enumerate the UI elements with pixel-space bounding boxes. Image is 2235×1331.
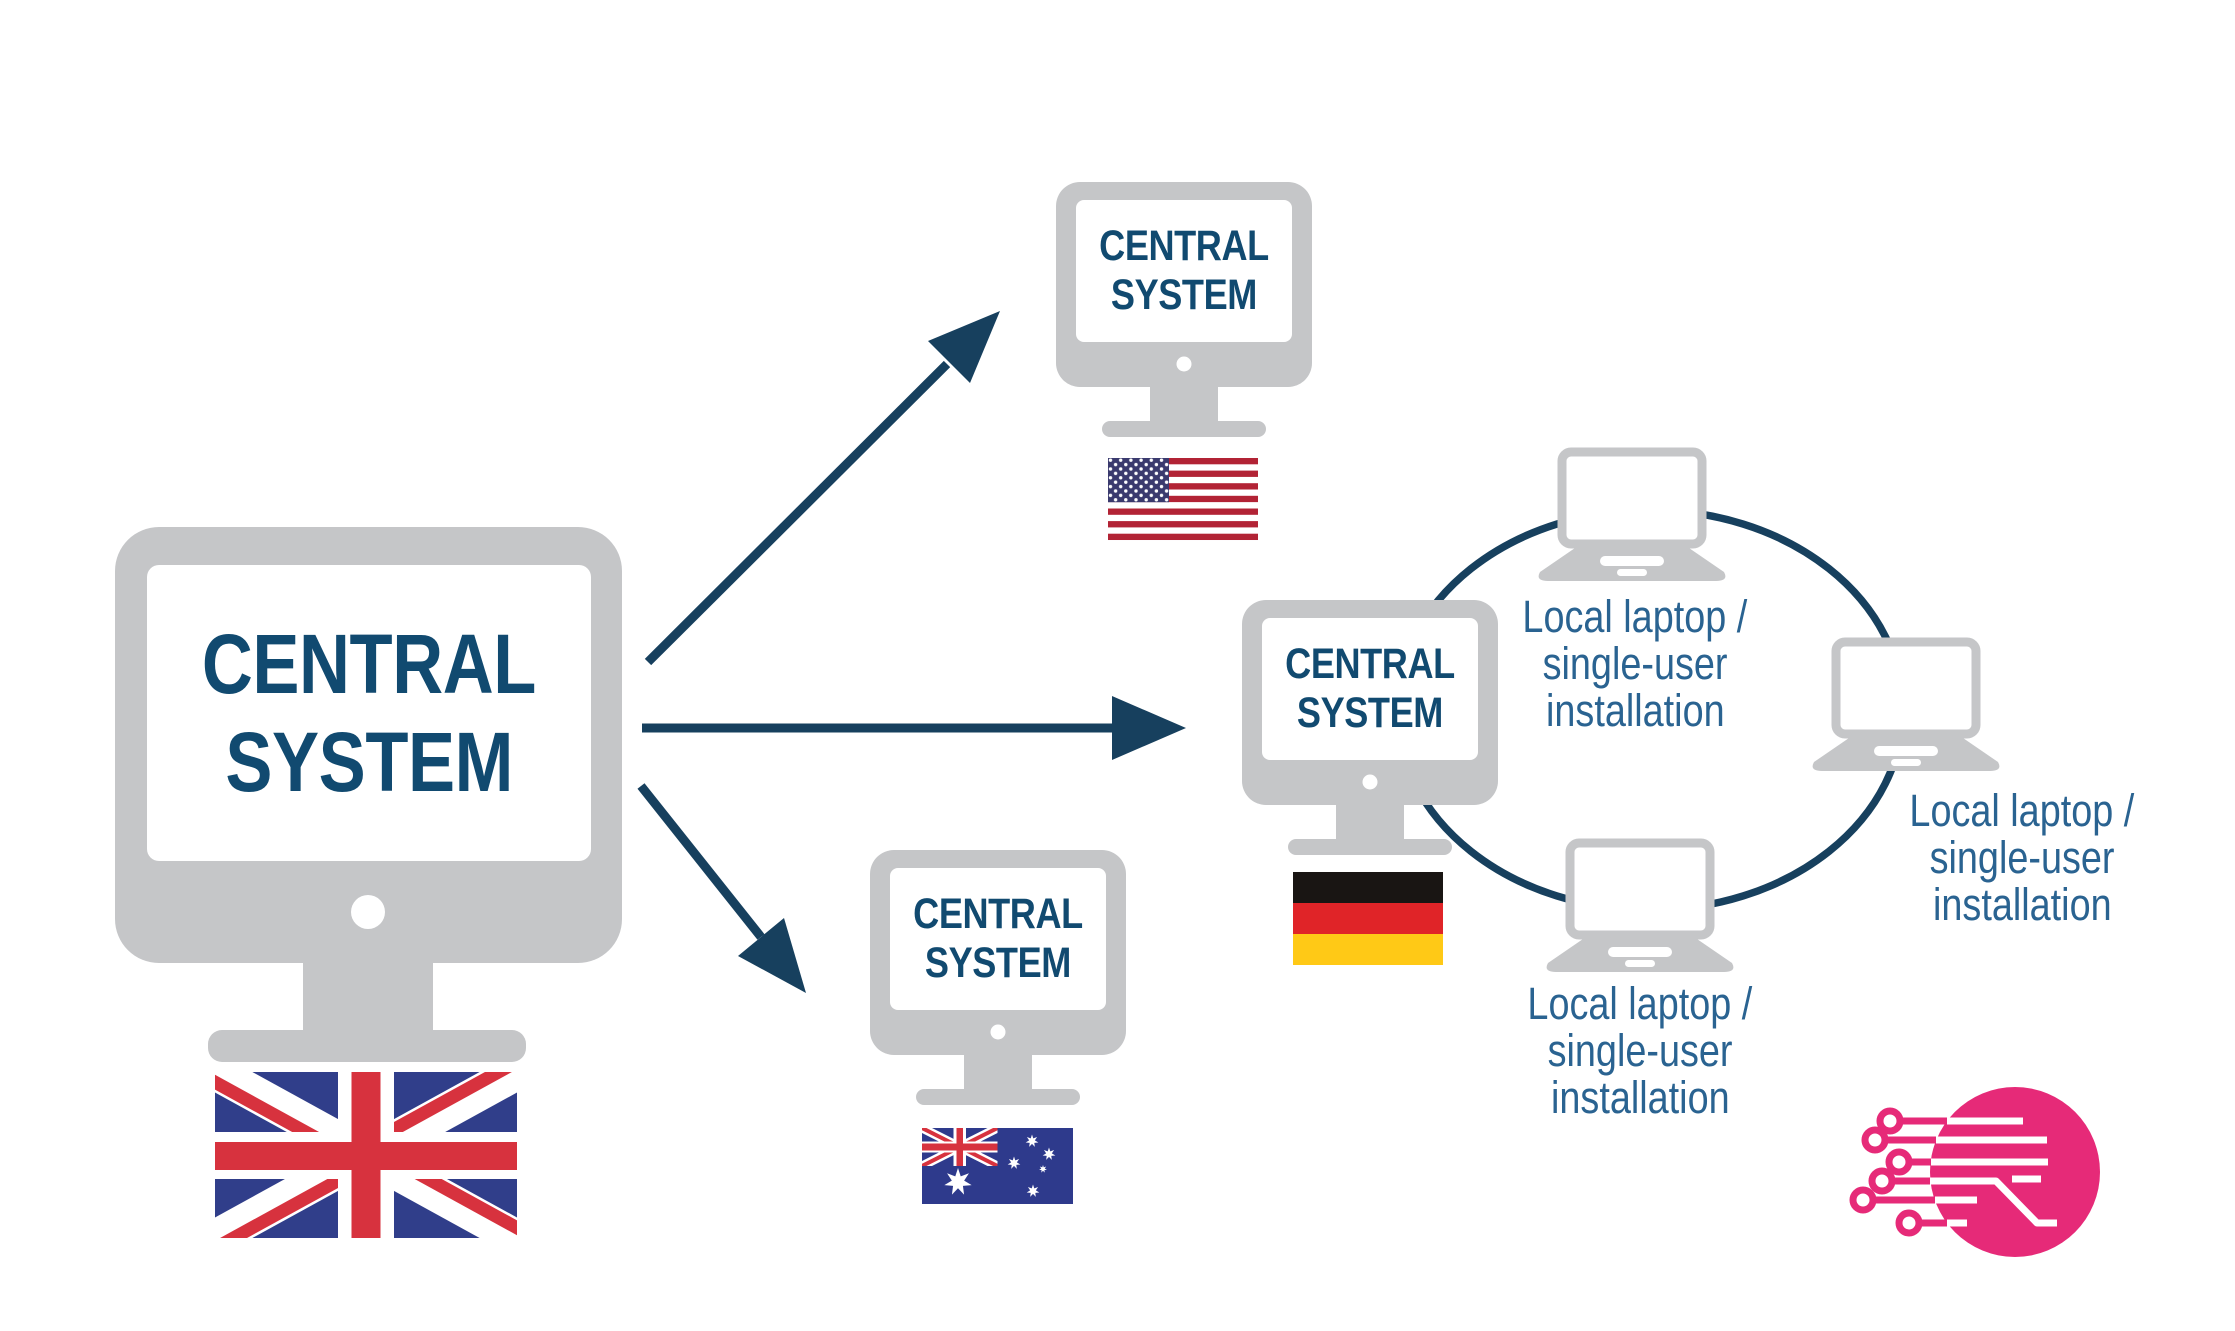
circuit-circle-logo-icon xyxy=(1849,1087,2100,1257)
australia-central-system-monitor-icon xyxy=(870,850,1126,1105)
us-central-system-monitor-icon xyxy=(1056,182,1312,437)
laptop-icon-top xyxy=(1539,452,1726,581)
arrow-to-us xyxy=(644,311,1000,666)
laptop-icon-right xyxy=(1813,642,2000,771)
australia-flag xyxy=(922,1128,1073,1204)
germany-flag xyxy=(1293,872,1443,965)
united-kingdom-flag xyxy=(215,1072,517,1238)
arrow-to-australia xyxy=(637,783,806,993)
laptop-icon-bottom xyxy=(1547,843,1734,972)
germany-central-system-monitor-icon xyxy=(1242,600,1498,855)
arrow-to-germany xyxy=(642,696,1186,760)
united-states-flag xyxy=(1108,458,1258,541)
uk-central-system-monitor-icon xyxy=(115,527,622,1062)
